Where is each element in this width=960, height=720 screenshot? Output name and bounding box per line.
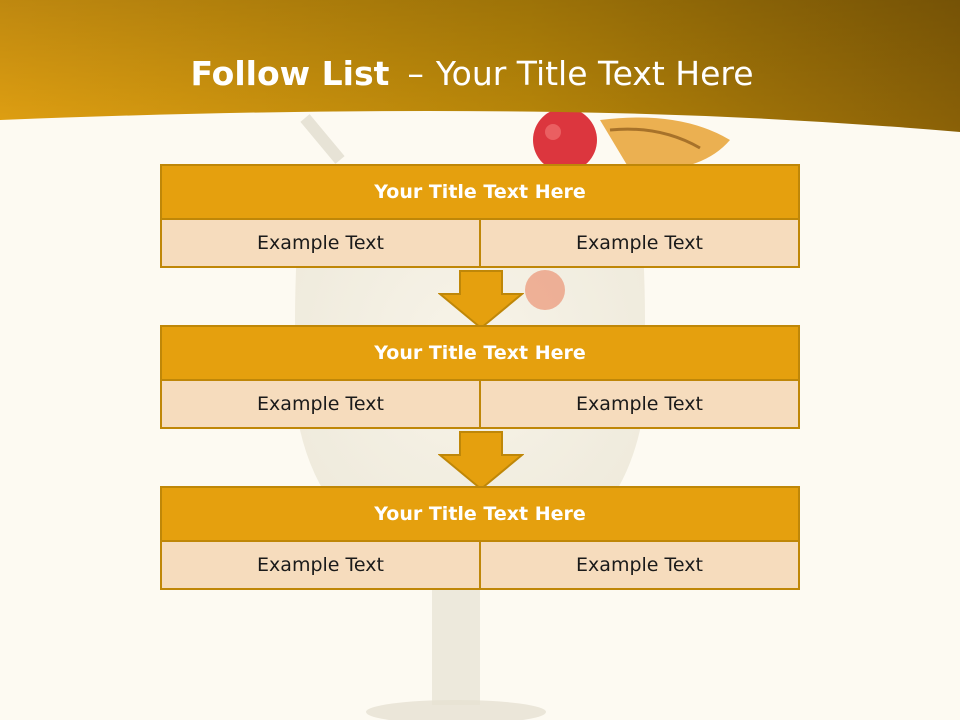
step-row: Example Text Example Text — [160, 540, 800, 590]
step-cell-right: Example Text — [479, 379, 800, 429]
title-bold: Follow List — [190, 54, 390, 93]
step-cell-left: Example Text — [160, 540, 481, 590]
title-rest: Your Title Text Here — [435, 54, 754, 93]
down-arrow-icon — [438, 270, 524, 330]
step-title: Your Title Text Here — [160, 164, 800, 220]
step-cell-right: Example Text — [479, 540, 800, 590]
step-cell-right: Example Text — [479, 218, 800, 268]
step-block-1: Your Title Text Here Example Text Exampl… — [160, 164, 800, 268]
step-row: Example Text Example Text — [160, 218, 800, 268]
step-block-3: Your Title Text Here Example Text Exampl… — [160, 486, 800, 590]
down-arrow-icon — [438, 431, 524, 491]
step-cell-left: Example Text — [160, 218, 481, 268]
step-title: Your Title Text Here — [160, 486, 800, 542]
title-separator: – — [407, 54, 424, 93]
step-title: Your Title Text Here — [160, 325, 800, 381]
slide-title: Follow List–Your Title Text Here — [0, 54, 944, 93]
step-block-2: Your Title Text Here Example Text Exampl… — [160, 325, 800, 429]
step-cell-left: Example Text — [160, 379, 481, 429]
step-row: Example Text Example Text — [160, 379, 800, 429]
header-banner — [0, 0, 960, 132]
